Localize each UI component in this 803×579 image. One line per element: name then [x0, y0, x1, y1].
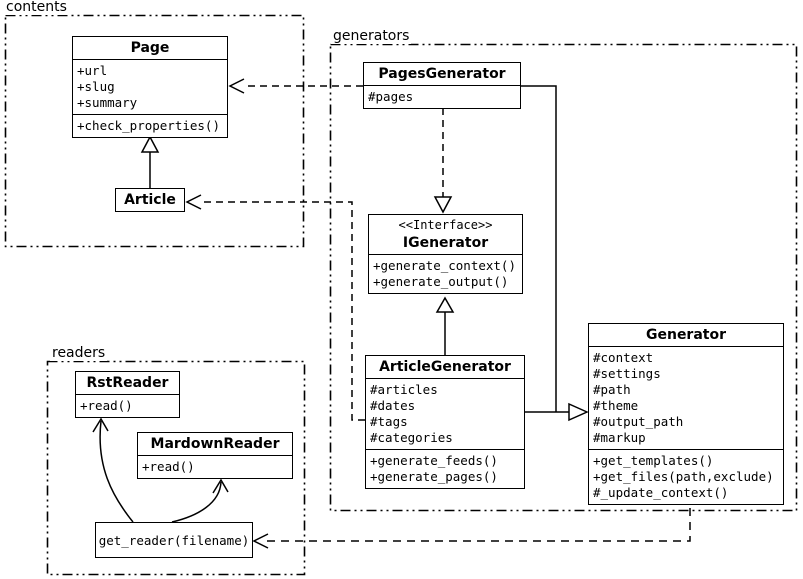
- open-arrowhead: [212, 478, 229, 494]
- class-attribute: +url: [77, 63, 108, 78]
- attributes-compartment: #context #settings #path #theme #output_…: [589, 346, 783, 449]
- class-box-markdown-reader: MardownReader +read(): [137, 432, 293, 479]
- class-attribute: +slug: [77, 79, 115, 94]
- class-box-article-generator: ArticleGenerator #articles #dates #tags …: [365, 355, 525, 489]
- class-attribute: +summary: [77, 95, 138, 110]
- methods-compartment: +read(): [138, 455, 292, 478]
- class-method: +generate_context(): [373, 258, 516, 273]
- class-method: +generate_feeds(): [370, 453, 498, 468]
- open-arrowhead: [92, 417, 109, 433]
- function-box-get-reader: get_reader(filename): [95, 522, 253, 558]
- edge-getreader-to-rstreader: [99, 420, 134, 523]
- open-arrowhead: [228, 78, 245, 94]
- class-title: IGenerator: [402, 235, 489, 251]
- class-method: +get_files(path,exclude): [593, 469, 774, 484]
- class-attribute: #articles: [370, 382, 438, 397]
- stereotype-label: <<Interface>>: [398, 218, 493, 232]
- open-arrowhead: [252, 533, 269, 549]
- methods-compartment: +check_properties(): [73, 114, 227, 137]
- open-arrowhead: [185, 194, 202, 210]
- generalization-pagesgenerator-to-generator: [521, 85, 557, 412]
- package-label-readers: readers: [50, 345, 108, 361]
- class-method: #_update_context(): [593, 485, 729, 500]
- dependency-generator-to-getreader: [266, 508, 691, 542]
- attributes-compartment: +url +slug +summary: [73, 59, 227, 114]
- class-box-rst-reader: RstReader +read(): [75, 371, 180, 418]
- class-box-igenerator: <<Interface>> IGenerator +generate_conte…: [368, 214, 523, 294]
- package-frame-readers: [46, 360, 306, 576]
- function-label: get_reader(filename): [98, 532, 250, 548]
- dependency-articlegenerator-to-article: [201, 201, 365, 421]
- attributes-compartment: #articles #dates #tags #categories: [366, 378, 524, 449]
- package-frame-contents: [4, 14, 305, 248]
- class-attribute: #theme: [593, 398, 639, 413]
- class-title: Page: [130, 40, 170, 56]
- class-title: ArticleGenerator: [379, 359, 511, 375]
- class-method: +read(): [142, 459, 195, 474]
- class-attribute: #path: [593, 382, 631, 397]
- class-title: RstReader: [86, 375, 169, 391]
- methods-compartment: +generate_feeds() +generate_pages(): [366, 449, 524, 488]
- class-box-article: Article: [115, 188, 185, 212]
- hollow-triangle-arrowhead: [568, 402, 589, 422]
- package-frame-generators: [329, 43, 798, 512]
- hollow-triangle-arrowhead: [435, 296, 455, 313]
- class-method: +generate_output(): [373, 274, 509, 289]
- class-box-generator: Generator #context #settings #path #them…: [588, 323, 784, 505]
- class-method: +check_properties(): [77, 118, 220, 133]
- attributes-compartment: #pages: [364, 85, 520, 108]
- class-method: +read(): [80, 398, 133, 413]
- class-attribute: #context: [593, 350, 654, 365]
- methods-compartment: +get_templates() +get_files(path,exclude…: [589, 449, 783, 504]
- class-attribute: #settings: [593, 366, 661, 381]
- class-attribute: #output_path: [593, 414, 684, 429]
- methods-compartment: +read(): [76, 394, 179, 417]
- class-attribute: #tags: [370, 414, 408, 429]
- class-attribute: #categories: [370, 430, 453, 445]
- hollow-triangle-arrowhead: [140, 135, 160, 153]
- class-title: Article: [124, 192, 176, 208]
- class-attribute: #markup: [593, 430, 646, 445]
- class-attribute: #dates: [370, 398, 416, 413]
- class-box-page: Page +url +slug +summary +check_properti…: [72, 36, 228, 138]
- hollow-triangle-arrowhead: [433, 196, 453, 214]
- class-box-pages-generator: PagesGenerator #pages: [363, 62, 521, 109]
- package-label-contents: contents: [4, 0, 69, 15]
- edge-getreader-to-markdownreader: [171, 481, 222, 523]
- methods-compartment: +generate_context() +generate_output(): [369, 254, 522, 293]
- package-label-generators: generators: [331, 28, 412, 44]
- class-title: MardownReader: [150, 436, 280, 452]
- class-method: +generate_pages(): [370, 469, 498, 484]
- class-method: +get_templates(): [593, 453, 714, 468]
- class-attribute: #pages: [368, 89, 414, 104]
- class-title: PagesGenerator: [378, 66, 506, 82]
- class-title: Generator: [645, 327, 726, 343]
